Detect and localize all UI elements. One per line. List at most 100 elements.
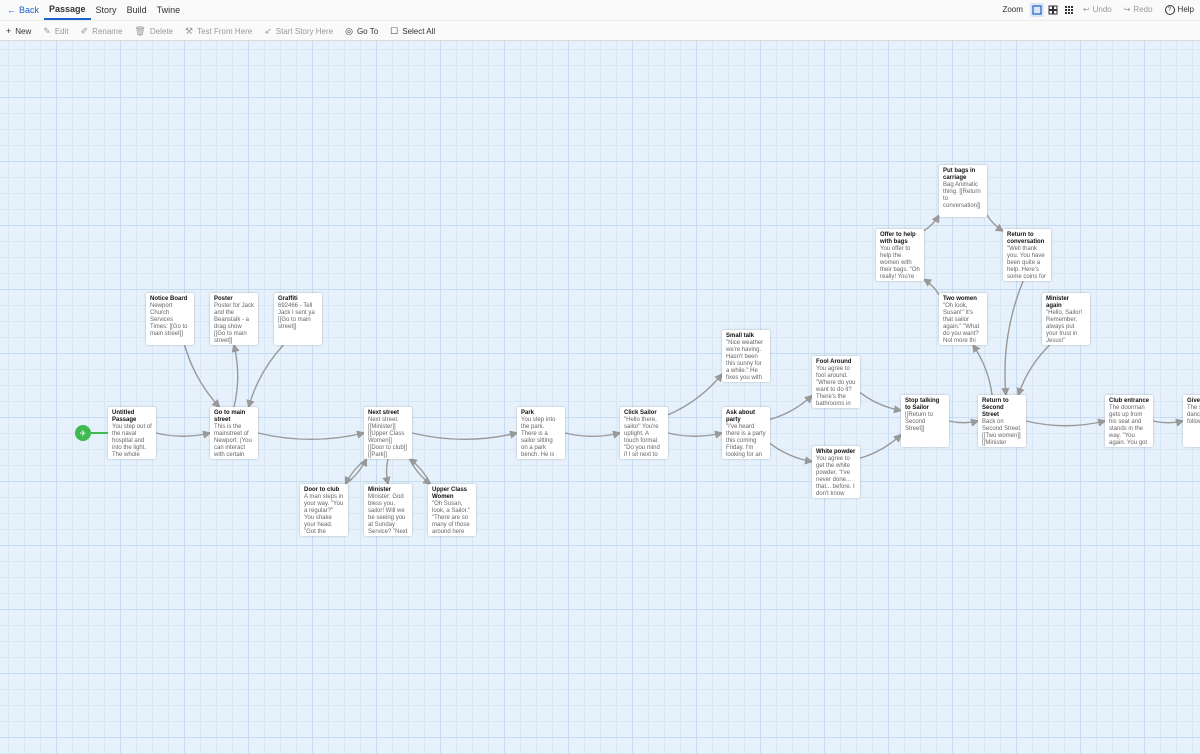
passage-title: Put bags in carriage [943,168,976,181]
undo-button[interactable]: ↩ Undo [1077,5,1118,14]
delete-button[interactable]: 🗑 Delete [128,26,179,37]
start-passage-marker: ✈ [75,425,91,441]
passage-title: Upper Class Women [432,487,468,500]
passage-excerpt: You step out of the naval hospital and i… [112,424,152,458]
new-passage-button[interactable]: + New [0,26,37,36]
passage-card-ministeragain[interactable]: Minister again"Hello, Sailor! Remember, … [1042,293,1090,345]
passage-excerpt: "Hello there, sailor" You're uptight. A … [624,417,660,458]
tab-passage[interactable]: Passage [44,0,91,20]
new-label: New [15,26,32,36]
link-clicksailor-to-smalltalk [667,373,723,416]
passage-title: Park [521,410,535,416]
link-next-to-door [344,458,367,486]
checkbox-icon: ☐ [390,25,399,36]
link-returnconv-to-returnsecond [1001,280,1024,397]
zoom-small-button[interactable] [1062,3,1076,17]
link-gomain-to-next [257,430,366,441]
passage-excerpt: "I've heard there is a party this coming… [726,424,766,458]
passage-title: Fool Around [816,359,852,365]
test-from-here-label: Test From Here [197,26,253,36]
arrow-left-icon: ← [7,4,16,15]
link-park-to-clicksailor [564,430,622,439]
passage-title: Untitled Passage [112,410,137,423]
link-upper-to-next [408,458,432,485]
back-button[interactable]: ← Back [0,0,44,19]
tab-build[interactable]: Build [126,4,147,15]
passage-title: Return to Second Street [982,398,1009,418]
passage-title: Poster [214,296,233,302]
passage-title: Return to conversation [1007,232,1045,245]
link-next-to-park [411,430,519,440]
link-returnsecond-to-club [1025,418,1107,427]
tab-story[interactable]: Story [95,4,117,15]
passage-excerpt: Poster for Jack and the Beanstalk - a dr… [214,303,255,344]
redo-button[interactable]: ↪ Redo [1118,5,1159,14]
back-label: Back [19,4,40,15]
link-returnsecond-to-twowomen [972,343,993,396]
link-club-to-give [1152,418,1185,427]
passage-title: Notice Board [150,296,188,302]
edit-button[interactable]: ✎ Edit [37,26,74,37]
link-offer-to-putbags [923,214,940,232]
passage-excerpt: Newport Church Services Times: [[Go to m… [150,303,188,337]
passage-title: Minister again [1046,296,1070,309]
square-icon [1032,4,1042,15]
help-label: Help [1177,5,1194,14]
passage-toolbar: + New ✎ Edit ✐ Rename 🗑 Delete ⚒ Test Fr… [0,20,1200,41]
passage-title: Minister [368,487,392,493]
passage-excerpt: "Hello, Sailor! Remember, always put you… [1046,310,1083,344]
go-to-button[interactable]: ◎ Go To [339,26,384,37]
passage-card-clicksailor[interactable]: Click Sailor"Hello there, sailor" You're… [620,407,668,459]
passage-excerpt: "Oh look, Susan!" It's that sailor again… [943,303,980,344]
passage-excerpt: The surp "Wel danc sque follow [1187,405,1200,425]
passage-title: Door to club [304,487,340,493]
rename-button[interactable]: ✐ Rename [75,26,129,37]
passage-card-returnconv[interactable]: Return to conversation"Well thank you. Y… [1003,229,1051,281]
passage-title: Next street [368,410,400,416]
passage-excerpt: Back on Second Street. [[Two women]] [[M… [982,419,1022,446]
edit-label: Edit [54,26,69,36]
help-icon: ? [1164,4,1175,15]
passage-excerpt: You offer to help the women with their b… [880,246,920,280]
start-story-here-button[interactable]: ➶ Start Story Here [258,26,339,37]
passage-excerpt: Bag Animatic thing. [[Return to conversa… [943,182,981,209]
passage-excerpt: You agree to fool around. "Where do you … [816,366,856,407]
passage-excerpt: Minister: God bless you, sailor! Will we… [368,494,408,535]
link-gomain-to-poster [231,343,240,408]
link-next-to-minister [382,458,391,486]
passage-excerpt: This is the mainstreet of Newport. (You … [214,424,252,458]
go-to-label: Go To [356,26,379,36]
passage-card-askparty[interactable]: Ask about party"I've heard there is a pa… [722,407,770,459]
test-from-here-button[interactable]: ⚒ Test From Here [179,26,258,37]
tab-twine[interactable]: Twine [156,4,181,15]
select-all-button[interactable]: ☐ Select All [384,26,441,37]
passage-card-upper[interactable]: Upper Class Women"Oh Susan, look, a Sail… [428,484,476,536]
help-button[interactable]: ? Help [1159,4,1200,15]
passage-excerpt: "Nice weather we're having. Hasn't been … [726,340,764,381]
zoom-medium-button[interactable] [1046,3,1060,17]
rename-label: Rename [92,26,123,36]
zoom-large-button[interactable] [1029,2,1044,17]
passage-title: Go to main street [214,410,246,423]
passage-card-stoptalk[interactable]: Stop talking to Sailor[[Return to Second… [901,395,949,447]
rocket-icon: ➶ [264,25,272,36]
passage-card-smalltalk[interactable]: Small talk"Nice weather we're having. Ha… [722,330,770,382]
passage-card-twowomen[interactable]: Two women"Oh look, Susan!" It's that sai… [939,293,987,345]
